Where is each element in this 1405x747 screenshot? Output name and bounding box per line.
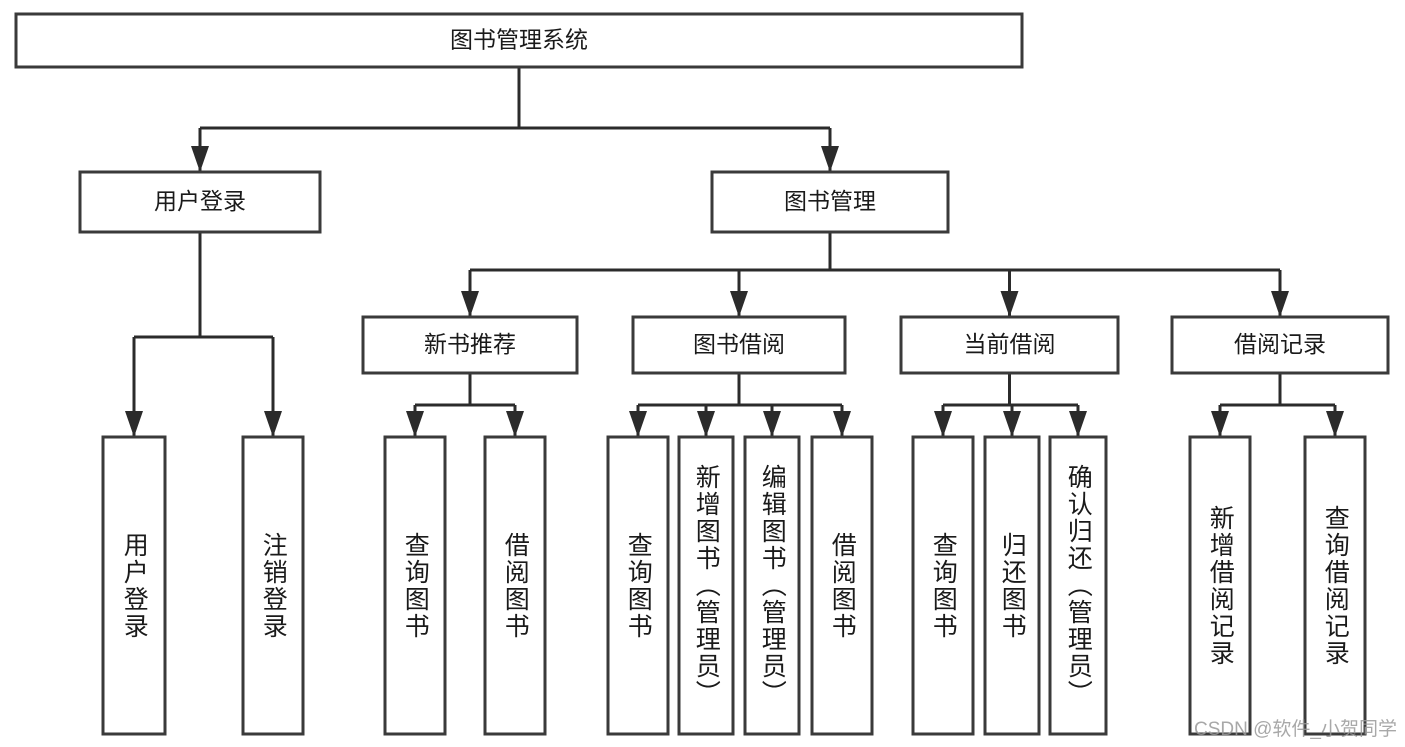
node-box-level2-1[interactable] — [631, 315, 847, 375]
leaf-box-2[interactable] — [383, 435, 447, 736]
node-box-level2-3[interactable] — [1170, 315, 1390, 375]
leaf-box-10[interactable] — [1048, 435, 1108, 736]
arrow-head-icon — [1271, 291, 1289, 317]
arrow-head-icon — [125, 411, 143, 437]
connectors-group — [125, 67, 1344, 437]
node-label-level1-1: 图书管理 — [784, 188, 876, 214]
node-label-level2-0: 新书推荐 — [424, 331, 516, 357]
arrow-head-icon — [697, 411, 715, 437]
arrow-head-icon — [506, 411, 524, 437]
leaf-box-12[interactable] — [1303, 435, 1367, 736]
arrow-head-icon — [730, 291, 748, 317]
leaf-box-0[interactable] — [101, 435, 167, 736]
arrow-head-icon — [1211, 411, 1229, 437]
arrow-head-icon — [763, 411, 781, 437]
arrow-head-icon — [1000, 291, 1019, 317]
arrow-head-icon — [264, 411, 282, 437]
leaf-box-3[interactable] — [483, 435, 547, 736]
arrow-head-icon — [833, 411, 851, 437]
node-box-level1-1[interactable] — [710, 170, 950, 234]
arrow-head-icon — [821, 146, 839, 172]
leaf-box-1[interactable] — [241, 435, 305, 736]
node-box-level1-0[interactable] — [78, 170, 322, 234]
leaf-box-9[interactable] — [983, 435, 1041, 736]
leaf-box-8[interactable] — [911, 435, 975, 736]
node-label-level2-2: 当前借阅 — [964, 331, 1056, 357]
leaf-box-7[interactable] — [810, 435, 874, 736]
arrow-head-icon — [1326, 411, 1344, 437]
node-label-root: 图书管理系统 — [450, 27, 588, 53]
arrow-head-icon — [1069, 411, 1087, 437]
node-box-level2-2[interactable] — [899, 315, 1120, 375]
leaf-box-4[interactable] — [606, 435, 670, 736]
node-box-root[interactable] — [14, 12, 1024, 69]
arrow-head-icon — [629, 411, 647, 437]
node-label-level1-0: 用户登录 — [154, 188, 246, 214]
arrow-head-icon — [934, 411, 952, 437]
arrow-head-icon — [191, 146, 209, 172]
leaf-box-11[interactable] — [1188, 435, 1252, 736]
arrow-head-icon — [1003, 411, 1021, 437]
leaf-box-6[interactable] — [743, 435, 801, 736]
node-box-level2-0[interactable] — [361, 315, 579, 375]
arrow-head-icon — [406, 411, 424, 437]
node-label-level2-1: 图书借阅 — [693, 331, 785, 357]
node-label-level2-3: 借阅记录 — [1234, 331, 1326, 357]
arrow-head-icon — [461, 291, 479, 317]
csdn-watermark: CSDN @软件_小贺同学 — [1194, 719, 1397, 740]
leaf-box-5[interactable] — [677, 435, 735, 736]
boxes-group — [14, 12, 1390, 736]
